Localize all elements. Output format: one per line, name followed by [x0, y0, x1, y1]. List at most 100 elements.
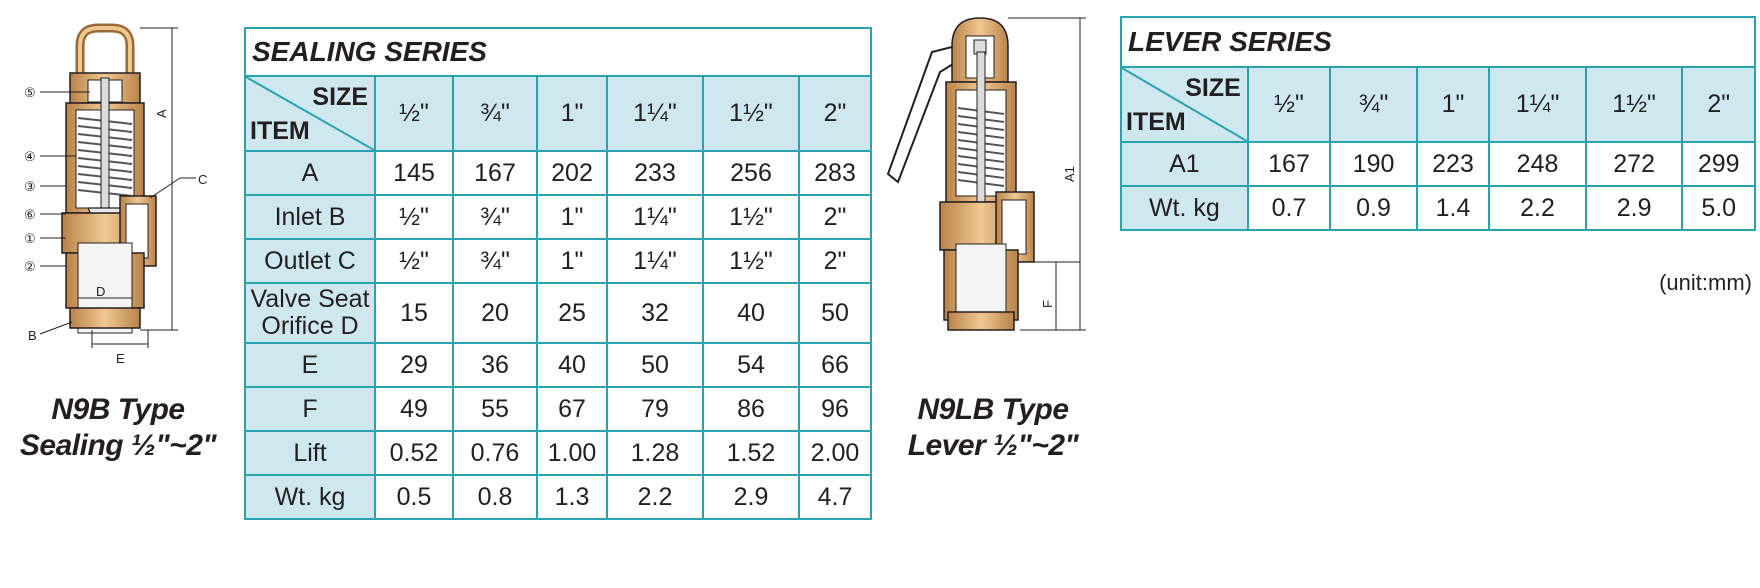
callout-3: ③ — [24, 179, 36, 194]
value-cell: 29 — [374, 342, 454, 388]
value-cell: 15 — [374, 282, 454, 344]
value-cell: 0.76 — [452, 430, 538, 476]
size-header-cell: 1½" — [702, 75, 800, 152]
value-cell: 55 — [452, 386, 538, 432]
item-label-cell: Wt. kg — [1120, 185, 1249, 231]
sealing-series-table: SEALING SERIES SIZE ITEM ½"¾"1"1¼"1½"2" … — [243, 27, 873, 520]
value-cell: 299 — [1681, 141, 1756, 187]
item-label-line: F — [302, 394, 318, 423]
size-header-cell: 2" — [1681, 66, 1756, 143]
value-cell: 167 — [1246, 141, 1332, 187]
item-label-line: Outlet C — [264, 246, 356, 275]
lever-header-row: SIZE ITEM ½"¾"1"1¼"1½"2" — [1120, 66, 1756, 143]
lever-corner-cell: SIZE ITEM — [1120, 66, 1249, 143]
n9lb-caption: N9LB Type Lever ½"~2" — [880, 392, 1106, 464]
size-header-cell: 1¼" — [1488, 66, 1587, 143]
value-cell: 40 — [536, 342, 608, 388]
value-cell: 0.8 — [452, 474, 538, 520]
value-cell: ¾" — [452, 194, 538, 240]
value-cell: 233 — [606, 150, 704, 196]
dim-label-a1: A1 — [1062, 166, 1077, 182]
value-cell: 1.4 — [1415, 185, 1491, 231]
item-label-line: Inlet B — [274, 202, 346, 231]
value-cell: 190 — [1329, 141, 1418, 187]
size-header-cell: 1" — [1415, 66, 1491, 143]
value-cell: 248 — [1488, 141, 1587, 187]
callout-6: ⑥ — [24, 207, 36, 222]
value-cell: 67 — [536, 386, 608, 432]
size-header-cell: ¾" — [1329, 66, 1418, 143]
value-cell: 1.28 — [606, 430, 704, 476]
dim-label-c: C — [198, 172, 207, 187]
sealing-corner-size: SIZE — [312, 83, 368, 111]
sealing-corner-item: ITEM — [250, 117, 310, 145]
value-cell: ½" — [374, 194, 454, 240]
size-header-cell: 1½" — [1584, 66, 1684, 143]
unit-note: (unit:mm) — [1659, 270, 1752, 295]
value-cell: 2.9 — [702, 474, 800, 520]
value-cell: 79 — [606, 386, 704, 432]
dim-label-d: D — [96, 284, 105, 299]
item-label-line: Lift — [293, 438, 327, 467]
item-label-cell: Inlet B — [244, 194, 376, 240]
value-cell: 54 — [702, 342, 800, 388]
size-header-cell: ¾" — [452, 75, 538, 152]
value-cell: 223 — [1415, 141, 1491, 187]
value-cell: 40 — [702, 282, 800, 344]
item-label-cell: E — [244, 342, 376, 388]
value-cell: 4.7 — [797, 474, 873, 520]
corner-diagonal — [1122, 68, 1247, 141]
value-cell: 25 — [536, 282, 608, 344]
dim-label-e: E — [116, 351, 125, 363]
item-label-cell: F — [244, 386, 376, 432]
value-cell: 2.2 — [1488, 185, 1587, 231]
n9lb-caption-type: N9LB Type — [917, 393, 1069, 426]
item-label-line: Valve Seat — [250, 285, 370, 313]
value-cell: 1¼" — [606, 238, 704, 284]
item-label-cell: A1 — [1120, 141, 1249, 187]
n9b-caption-type: N9B Type — [51, 393, 185, 426]
lever-table-title: LEVER SERIES — [1120, 16, 1756, 68]
value-cell: 0.52 — [374, 430, 454, 476]
value-cell: 1¼" — [606, 194, 704, 240]
value-cell: 145 — [374, 150, 454, 196]
value-cell: 0.5 — [374, 474, 454, 520]
value-cell: 20 — [452, 282, 538, 344]
value-cell: 36 — [452, 342, 538, 388]
dim-label-b: B — [28, 328, 37, 343]
value-cell: 49 — [374, 386, 454, 432]
value-cell: ¾" — [452, 238, 538, 284]
value-cell: ½" — [374, 238, 454, 284]
value-cell: 2" — [797, 238, 873, 284]
callout-2: ② — [24, 259, 36, 274]
value-cell: 32 — [606, 282, 704, 344]
n9b-valve-drawing: A C D E B ⑤ ④ ③ ⑥ ① ② — [0, 18, 240, 363]
value-cell: 2.9 — [1584, 185, 1684, 231]
value-cell: 1" — [536, 194, 608, 240]
lever-corner-size: SIZE — [1185, 74, 1241, 102]
value-cell: 2.00 — [797, 430, 873, 476]
callout-5: ⑤ — [24, 85, 36, 100]
value-cell: 2" — [797, 194, 873, 240]
callout-4: ④ — [24, 149, 36, 164]
item-label-line: Orifice D — [261, 312, 359, 340]
value-cell: 167 — [452, 150, 538, 196]
sealing-table-title: SEALING SERIES — [243, 27, 873, 77]
dim-label-f: F — [1040, 300, 1055, 308]
n9lb-valve-drawing: A1 F — [880, 12, 1110, 372]
value-cell: 1½" — [702, 238, 800, 284]
callout-1: ① — [24, 231, 36, 246]
item-label-line: Wt. kg — [274, 482, 346, 511]
value-cell: 50 — [606, 342, 704, 388]
